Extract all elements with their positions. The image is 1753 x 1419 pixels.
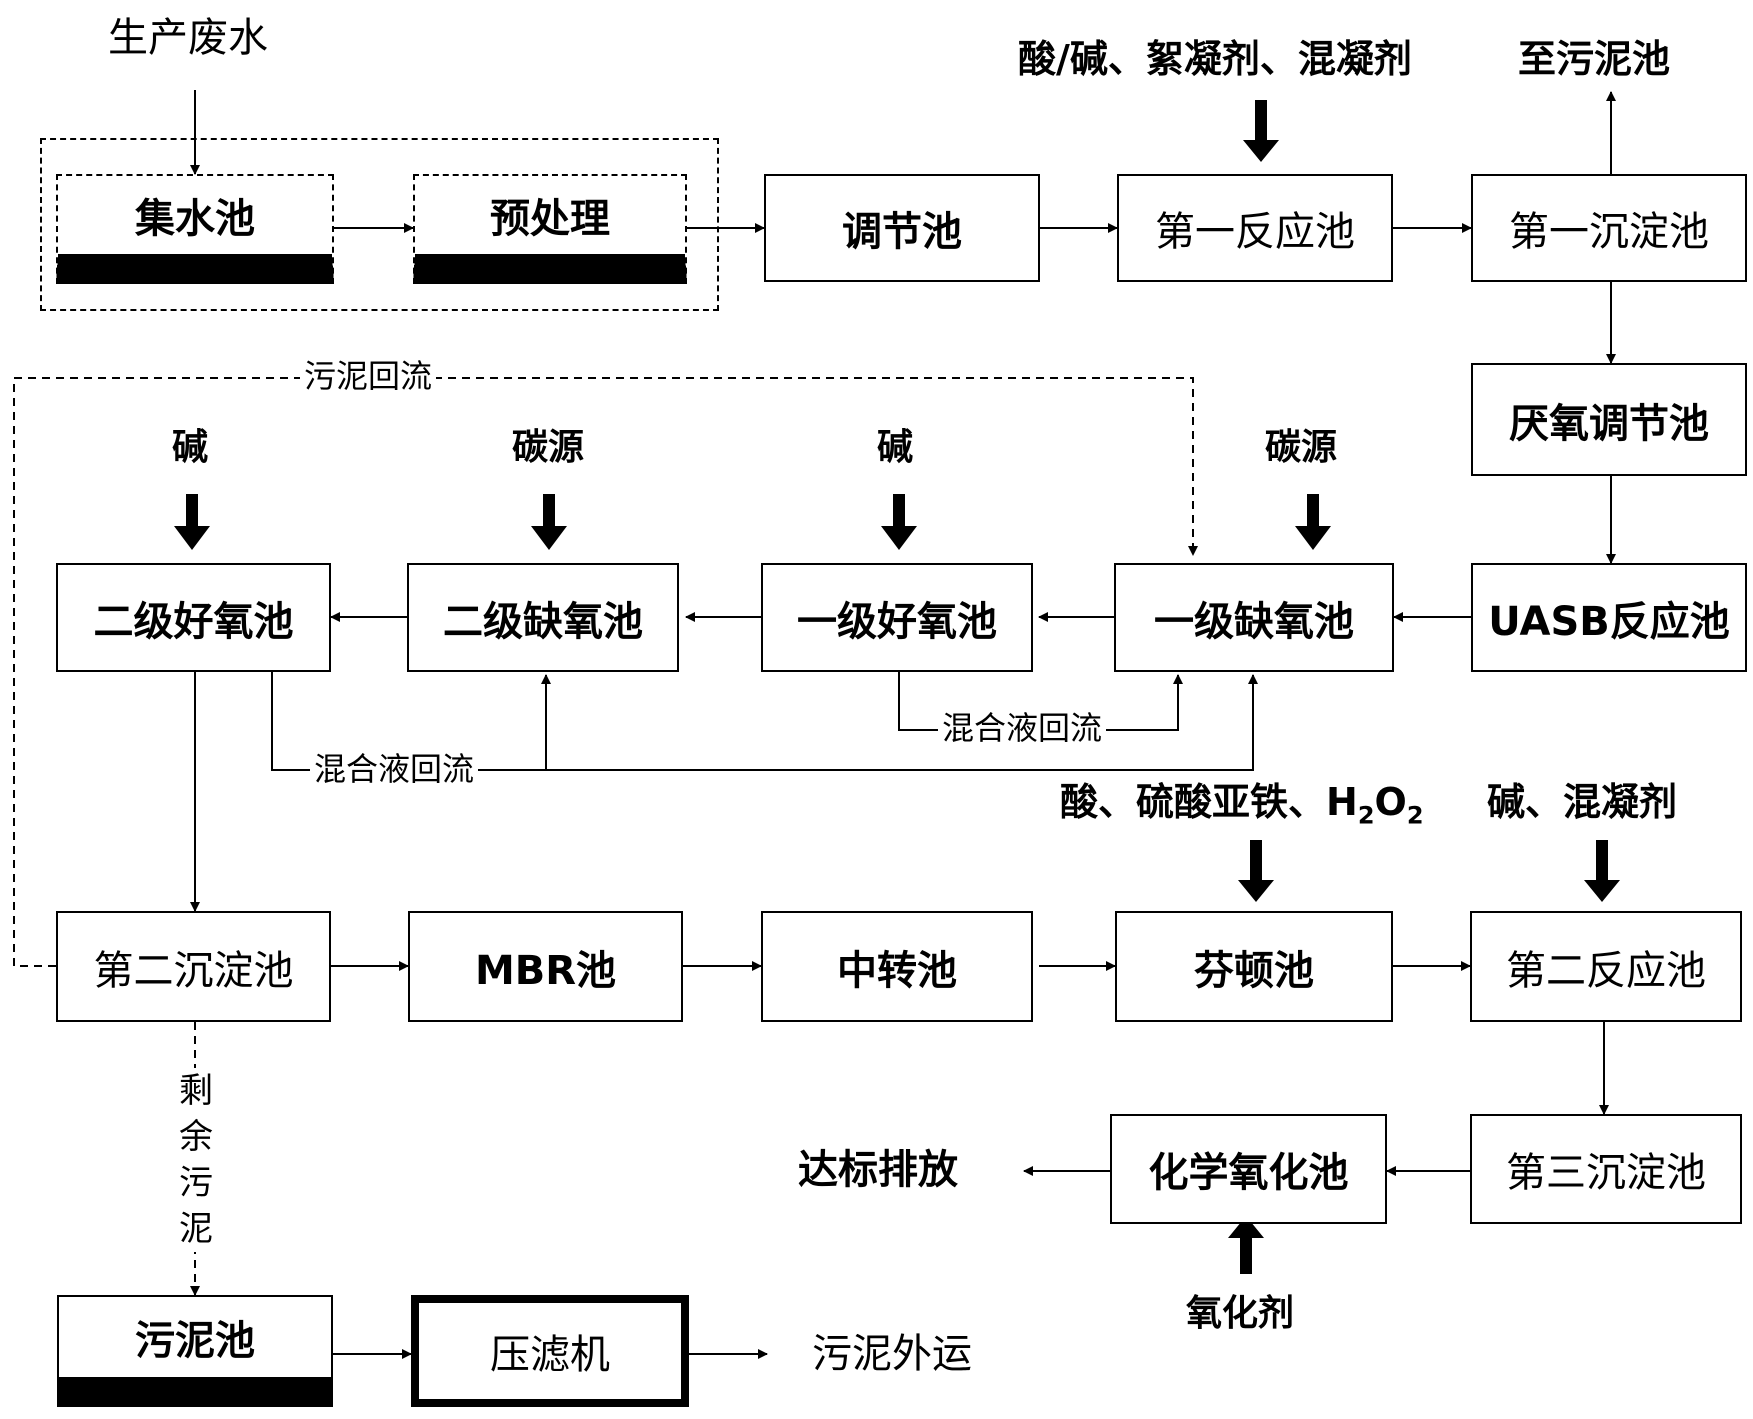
dose-arrow-top xyxy=(1243,100,1279,162)
discharge-label: 达标排放 xyxy=(798,1147,958,1193)
transfer-pool[interactable]: 中转池 xyxy=(761,911,1033,1022)
reaction2-reagents-label: 碱、混凝剂 xyxy=(1487,780,1678,824)
regulation-pool[interactable]: 调节池 xyxy=(764,174,1040,282)
pretreatment-group xyxy=(40,138,719,311)
top-reagents-label: 酸/碱、絮凝剂、混凝剂 xyxy=(1018,37,1412,81)
anaerobic-regulation-pool[interactable]: 厌氧调节池 xyxy=(1471,363,1747,476)
second-reaction-pool[interactable]: 第二反应池 xyxy=(1470,911,1742,1022)
excess-sludge-char: 剩 xyxy=(179,1071,213,1111)
collection-pool[interactable]: 集水池 xyxy=(56,174,334,284)
primary-aerobic-pool[interactable]: 一级好氧池 xyxy=(761,563,1033,672)
source-label: 生产废水 xyxy=(108,15,268,61)
excess-sludge-char: 泥 xyxy=(179,1209,213,1249)
third-sedimentation-pool[interactable]: 第三沉淀池 xyxy=(1470,1114,1742,1224)
dose-arrow-oxidant xyxy=(1228,1216,1264,1274)
dose-arrow-alkali-1 xyxy=(174,494,210,550)
mixed-return-label-2: 混合液回流 xyxy=(310,753,479,785)
dose-alkali-1: 碱 xyxy=(172,427,209,468)
sludge-return-dashed xyxy=(13,377,1198,967)
primary-anoxic-pool[interactable]: 一级缺氧池 xyxy=(1114,563,1394,672)
second-sedimentation-pool[interactable]: 第二沉淀池 xyxy=(56,911,331,1022)
dose-arrow-alkali-2 xyxy=(881,494,917,550)
mixed-return-label-1: 混合液回流 xyxy=(938,712,1107,744)
mbr-pool[interactable]: MBR池 xyxy=(408,911,683,1022)
sludge-return-label: 污泥回流 xyxy=(300,360,437,392)
mixed-return-2-path-a xyxy=(271,672,1258,771)
uasb-reactor[interactable]: UASB反应池 xyxy=(1471,563,1747,672)
filter-press[interactable]: 压滤机 xyxy=(411,1295,689,1407)
oxidant-label: 氧化剂 xyxy=(1186,1293,1295,1334)
fenton-pool[interactable]: 芬顿池 xyxy=(1115,911,1393,1022)
dose-arrow-reaction2 xyxy=(1584,840,1620,902)
sludge-outbound-label: 污泥外运 xyxy=(812,1331,972,1377)
fenton-reagents-label: 酸、硫酸亚铁、H2O2 xyxy=(1060,780,1424,830)
dose-arrow-fenton xyxy=(1238,840,1274,902)
to-sludge-label: 至污泥池 xyxy=(1518,37,1671,81)
dose-carbon-2: 碳源 xyxy=(1265,427,1338,468)
dose-carbon-1: 碳源 xyxy=(512,427,585,468)
dose-arrow-carbon-2 xyxy=(1295,494,1331,550)
secondary-anoxic-pool[interactable]: 二级缺氧池 xyxy=(407,563,679,672)
excess-sludge-label: 剩 余 污 泥 xyxy=(176,1068,216,1252)
chemical-oxidation-pool[interactable]: 化学氧化池 xyxy=(1110,1114,1387,1224)
excess-sludge-char: 污 xyxy=(179,1163,213,1203)
secondary-aerobic-pool[interactable]: 二级好氧池 xyxy=(56,563,331,672)
first-reaction-pool[interactable]: 第一反应池 xyxy=(1117,174,1393,282)
first-sedimentation-pool[interactable]: 第一沉淀池 xyxy=(1471,174,1747,282)
pretreatment-box[interactable]: 预处理 xyxy=(413,174,687,284)
sludge-pool[interactable]: 污泥池 xyxy=(57,1295,333,1407)
dose-alkali-2: 碱 xyxy=(877,427,914,468)
excess-sludge-char: 余 xyxy=(179,1117,213,1157)
dose-arrow-carbon-1 xyxy=(531,494,567,550)
